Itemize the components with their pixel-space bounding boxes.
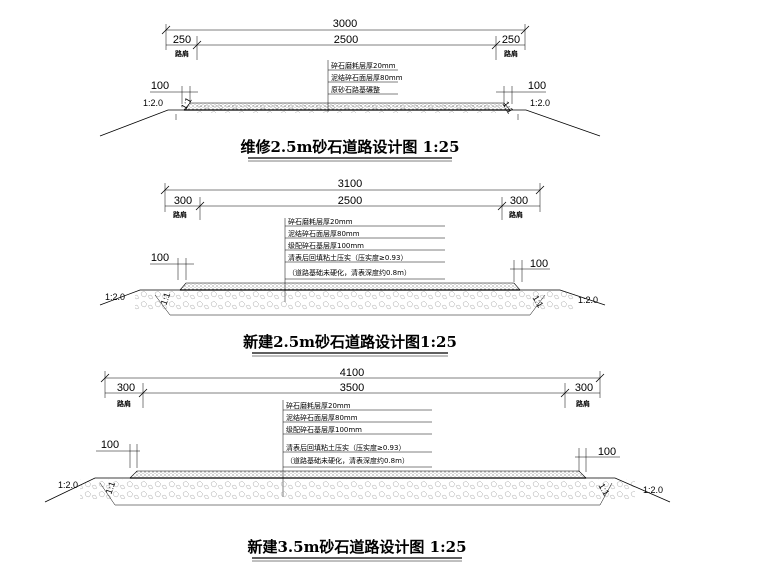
section-title: 新建3.5m砂石道路设计图 1:25 (247, 538, 466, 556)
slope-left-label: 1:2.0 (58, 480, 78, 490)
layer-note: 碎石磨耗层厚20mm (286, 401, 351, 410)
section-1: 3000 250 2500 250 路肩 路肩 碎石磨耗层厚20mm 泥结碎石面… (99, 18, 601, 162)
layer-note: 原砂石路基碾整 (331, 85, 380, 94)
road-width-label: 3500 (340, 382, 364, 394)
shoulder-right-width: 300 (510, 195, 528, 207)
road-width-label: 2500 (334, 34, 358, 46)
layer-note: 碎石磨耗层厚20mm (331, 61, 396, 70)
shoulder-right-width: 250 (502, 34, 520, 46)
shoulder-left-label: 路肩 (175, 49, 189, 58)
slope-left-label: 1:2.0 (105, 292, 125, 302)
slope-inner-left: 1:1 (159, 291, 173, 306)
layer-note: 碎石磨耗层厚20mm (288, 217, 353, 226)
layer-note: 级配碎石基层厚100mm (286, 425, 362, 434)
section-title: 新建2.5m砂石道路设计图1:25 (243, 333, 457, 351)
layer-note: 泥结碎石面层厚80mm (286, 413, 358, 422)
slope-inner-right: 1:1 (501, 100, 516, 116)
slope-right-label: 1:2.0 (643, 485, 663, 495)
edge-left-width: 100 (151, 252, 169, 264)
layer-note: 清表后回填粘土压实（压实度≥0.93） (288, 253, 407, 262)
layer-note: 清表后回填粘土压实（压实度≥0.93） (286, 443, 405, 452)
section-2: 3100 300 2500 300 路肩 路肩 碎石磨耗层厚20mm 泥结碎石面… (99, 178, 606, 357)
edge-left-width: 100 (101, 439, 119, 451)
layer-note: 级配碎石基层厚100mm (288, 241, 364, 250)
shoulder-left-width: 250 (173, 34, 191, 46)
slope-inner-left: 1:1 (104, 480, 118, 495)
shoulder-right-label: 路肩 (504, 49, 518, 58)
slope-right-label: 1:2.0 (530, 98, 550, 108)
edge-right-width: 100 (528, 80, 546, 92)
edge-right-width: 100 (530, 258, 548, 270)
layer-note: 泥结碎石面层厚80mm (331, 73, 403, 82)
shoulder-right-label: 路肩 (509, 210, 523, 219)
edge-right-width: 100 (598, 446, 616, 458)
shoulder-left-label: 路肩 (173, 210, 187, 219)
shoulder-left-width: 300 (117, 382, 135, 394)
shoulder-right-width: 300 (575, 382, 593, 394)
slope-left-label: 1:2.0 (143, 98, 163, 108)
layer-note: （道路基础未硬化，清表深度约0.8m） (288, 268, 411, 277)
shoulder-left-width: 300 (174, 195, 192, 207)
total-width-label: 3100 (338, 178, 362, 190)
edge-left-width: 100 (151, 80, 169, 92)
layer-note: 泥结碎石面层厚80mm (288, 229, 360, 238)
layer-note: （道路基础未硬化，清表深度约0.8m） (286, 456, 409, 465)
total-width-label: 3000 (333, 18, 357, 30)
shoulder-left-label: 路肩 (117, 399, 131, 408)
section-title: 维修2.5m砂石道路设计图 1:25 (240, 138, 459, 156)
section-3: 4100 300 3500 300 路肩 路肩 碎石磨耗层厚20mm 泥结碎石面… (44, 367, 671, 562)
shoulder-right-label: 路肩 (576, 399, 590, 408)
road-width-label: 2500 (338, 195, 362, 207)
total-width-label: 4100 (340, 367, 364, 379)
slope-right-label: 1:2.0 (578, 295, 598, 305)
